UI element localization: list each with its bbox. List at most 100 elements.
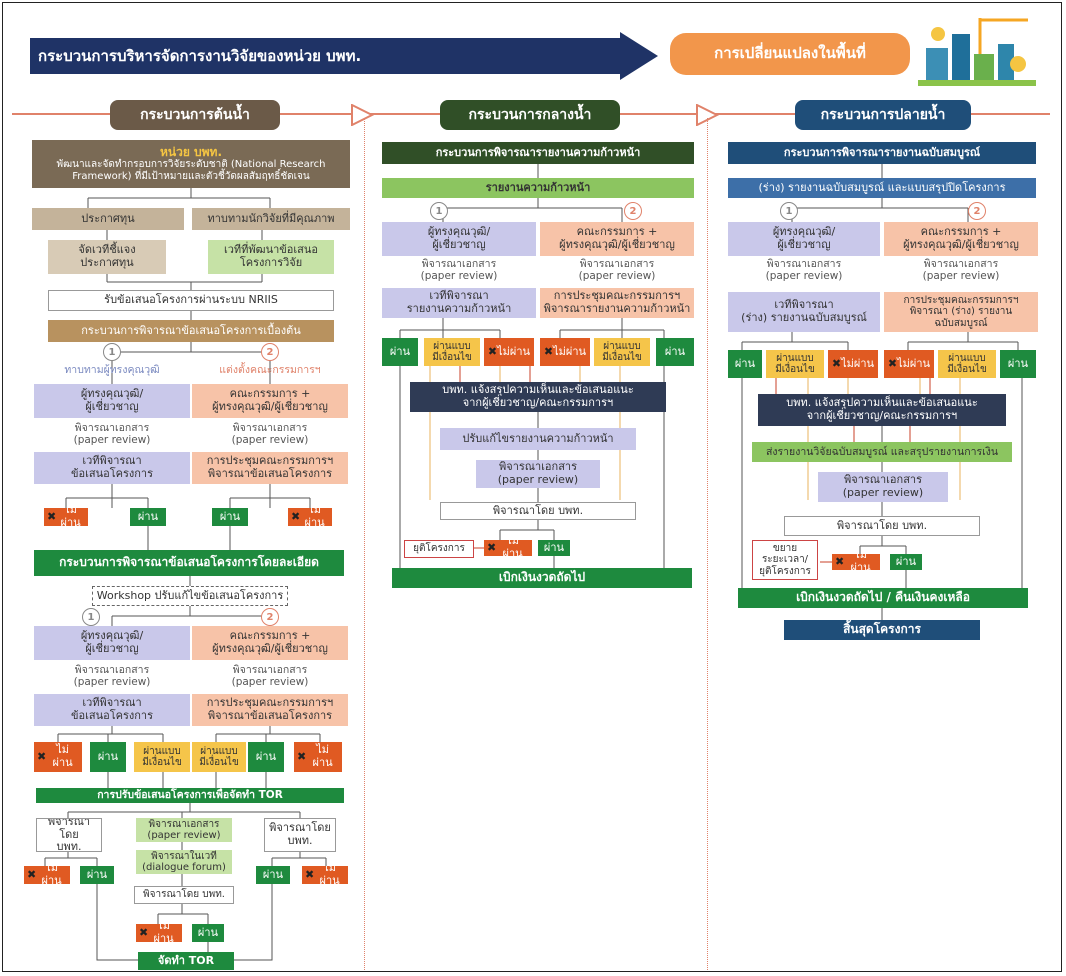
review-by-unit-inline: พิจารณาโดย บพท.	[134, 886, 234, 904]
expert-box: ผู้ทรงคุณวุฒิ/ ผู้เชี่ยวชาญ	[34, 626, 190, 660]
route2-label: แต่งตั้งคณะกรรมการฯ	[219, 364, 321, 376]
pass-badge: ผ่าน	[382, 338, 418, 366]
pass-badge: ผ่าน	[728, 350, 762, 378]
project-end-box: สิ้นสุดโครงการ	[784, 620, 980, 640]
fail-badge: ✖ไม่ผ่าน	[484, 338, 534, 366]
progress-report: รายงานความก้าวหน้า	[382, 178, 694, 198]
draft-final-report: (ร่าง) รายงานฉบับสมบูรณ์ และแบบสรุปปิดโค…	[728, 178, 1036, 198]
forum-develop-proposal: เวทีที่พัฒนาข้อเสนอ โครงการวิจัย	[208, 240, 334, 274]
paper-review-text: พิจารณาเอกสาร (paper review)	[922, 258, 1000, 283]
notify-summary-box: บพท. แจ้งสรุปความเห็นและข้อเสนอแนะ จากผู…	[758, 394, 1006, 426]
forum-announce: จัดเวทีชี้แจง ประกาศทุน	[48, 240, 166, 274]
x-mark-icon: ✖	[487, 540, 497, 554]
expert-box: ผู้ทรงคุณวุฒิ/ ผู้เชี่ยวชาญ	[728, 222, 880, 256]
fail-badge: ✖ไม่ผ่าน	[828, 350, 878, 378]
dialogue-forum-box: พิจารณาในเวที (dialogue forum)	[136, 850, 232, 874]
forum-review-box: เวทีพิจารณา ข้อเสนอโครงการ	[34, 694, 190, 726]
fail-badge: ✖ไม่ผ่าน	[832, 554, 880, 570]
step-2-badge: 2	[261, 343, 279, 361]
pass-badge: ผ่าน	[1000, 350, 1036, 378]
main-title: กระบวนการบริหารจัดการงานวิจัยของหน่วย บพ…	[38, 47, 362, 65]
detail-review-title: กระบวนการพิจารณาข้อเสนอโครงการโดยละเอียด	[34, 550, 344, 576]
committee-expert-box: คณะกรรมการ + ผู้ทรงคุณวุฒิ/ผู้เชี่ยวชาญ	[884, 222, 1038, 256]
review-by-unit-box: พิจารณาโดย บพท.	[264, 818, 336, 852]
fail-badge: ✖ไม่ผ่าน	[288, 508, 332, 526]
fail-badge: ✖ไม่ผ่าน	[884, 350, 934, 378]
review-by-unit-box: พิจารณาโดย บพท.	[36, 818, 102, 852]
pass-badge: ผ่าน	[256, 866, 290, 884]
crane-city-illustration	[918, 18, 1036, 86]
paper-review-text: พิจารณาเอกสาร (paper review)	[231, 664, 309, 689]
expert-box: ผู้ทรงคุณวุฒิ/ ผู้เชี่ยวชาญ	[382, 222, 536, 256]
unit-title: หน่วย บพท.	[159, 144, 223, 159]
notify-summary-box: บพท. แจ้งสรุปความเห็นและข้อเสนอแนะ จากผู…	[410, 382, 666, 412]
paper-review-text: พิจารณาเอกสาร (paper review)	[765, 258, 843, 283]
forum-progress-box: เวทีพิจารณา รายงานความก้าวหน้า	[382, 288, 536, 318]
conditional-pass-badge: ผ่านแบบ มีเงื่อนไข	[938, 350, 996, 378]
fail-badge: ✖ไม่ผ่าน	[302, 866, 348, 884]
x-mark-icon: ✖	[887, 356, 898, 370]
paper-review-text: พิจารณาเอกสาร (paper review)	[73, 422, 151, 447]
fail-badge: ✖ไม่ผ่าน	[24, 866, 70, 884]
conditional-pass-badge: ผ่านแบบ มีเงื่อนไข	[594, 338, 650, 366]
pass-badge: ผ่าน	[890, 554, 922, 570]
midstream-title: กระบวนการพิจารณารายงานความก้าวหน้า	[382, 142, 694, 164]
unit-description: พัฒนาและจัดทำกรอบการวิจัยระดับชาติ (Nati…	[56, 159, 326, 182]
meeting-review-box: การประชุมคณะกรรมการฯ พิจารณาข้อเสนอโครงก…	[192, 452, 348, 484]
fail-badge: ✖ไม่ผ่าน	[484, 540, 532, 556]
x-mark-icon: ✖	[487, 344, 498, 358]
committee-expert-box: คณะกรรมการ + ผู้ทรงคุณวุฒิ/ผู้เชี่ยวชาญ	[540, 222, 694, 256]
pass-badge: ผ่าน	[192, 924, 224, 942]
phase-downstream: กระบวนการปลายน้ำ	[795, 100, 971, 130]
paper-review-text: พิจารณาเอกสาร (paper review)	[73, 664, 151, 689]
conditional-pass-badge: ผ่านแบบ มีเงื่อนไข	[134, 742, 190, 772]
next-payment-box: เบิกเงินงวดถัดไป	[392, 568, 692, 588]
fail-badge: ✖ไม่ผ่าน	[540, 338, 590, 366]
chevron-right-icon	[351, 104, 374, 126]
phase-upstream: กระบวนการต้นน้ำ	[110, 100, 280, 130]
conditional-pass-badge: ผ่านแบบ มีเงื่อนไข	[766, 350, 824, 378]
committee-expert-box: คณะกรรมการ + ผู้ทรงคุณวุฒิ/ผู้เชี่ยวชาญ	[192, 384, 348, 418]
step-2-badge: 2	[624, 202, 642, 220]
meeting-final-box: การประชุมคณะกรรมการฯ พิจารณา (ร่าง) รายง…	[884, 292, 1038, 332]
x-mark-icon: ✖	[47, 509, 57, 523]
pass-badge: ผ่าน	[80, 866, 114, 884]
workshop-box: Workshop ปรับแก้ไขข้อเสนอโครงการ	[92, 586, 288, 606]
x-mark-icon: ✖	[27, 867, 37, 881]
pass-badge: ผ่าน	[130, 508, 166, 526]
paper-review-text: พิจารณาเอกสาร (paper review)	[231, 422, 309, 447]
pass-badge: ผ่าน	[90, 742, 126, 772]
terminate-project-box: ยุติโครงการ	[404, 540, 474, 558]
route1-label: ทาบทามผู้ทรงคุณวุฒิ	[64, 364, 160, 376]
step-1-badge: 1	[430, 202, 448, 220]
pass-badge: ผ่าน	[538, 540, 570, 556]
step-2-badge: 2	[968, 202, 986, 220]
meeting-progress-box: การประชุมคณะกรรมการฯ พิจารณารายงานความก้…	[540, 288, 694, 318]
committee-expert-box: คณะกรรมการ + ผู้ทรงคุณวุฒิ/ผู้เชี่ยวชาญ	[192, 626, 348, 660]
x-mark-icon: ✖	[835, 554, 845, 568]
step-1-badge: 1	[82, 608, 100, 626]
conditional-pass-badge: ผ่านแบบ มีเงื่อนไข	[192, 742, 246, 772]
conditional-pass-badge: ผ่านแบบ มีเงื่อนไข	[424, 338, 480, 366]
seek-researcher: ทาบทามนักวิจัยที่มีคุณภาพ	[192, 208, 350, 230]
pass-badge: ผ่าน	[248, 742, 284, 772]
paper-review-box: พิจารณาเอกสาร (paper review)	[818, 472, 948, 502]
x-mark-icon: ✖	[37, 749, 47, 763]
fail-badge: ✖ไม่ผ่าน	[136, 924, 182, 942]
step-1-badge: 1	[103, 343, 121, 361]
announce-grant: ประกาศทุน	[32, 208, 184, 230]
x-mark-icon: ✖	[305, 867, 315, 881]
x-mark-icon: ✖	[291, 509, 301, 523]
column-divider	[707, 118, 708, 970]
paper-review-box: พิจารณาเอกสาร (paper review)	[136, 818, 232, 842]
change-label: การเปลี่ยนแปลงในพื้นที่	[670, 33, 910, 75]
fail-badge: ✖ไม่ผ่าน	[44, 508, 88, 526]
paper-review-box: พิจารณาเอกสาร (paper review)	[476, 460, 600, 488]
review-by-unit-box: พิจารณาโดย บพท.	[784, 516, 980, 536]
x-mark-icon: ✖	[831, 356, 842, 370]
paper-review-text: พิจารณาเอกสาร (paper review)	[578, 258, 656, 283]
forum-review-box: เวทีพิจารณา ข้อเสนอโครงการ	[34, 452, 190, 484]
meeting-review-box: การประชุมคณะกรรมการฯ พิจารณาข้อเสนอโครงก…	[192, 694, 348, 726]
pass-badge: ผ่าน	[656, 338, 694, 366]
step-1-badge: 1	[780, 202, 798, 220]
